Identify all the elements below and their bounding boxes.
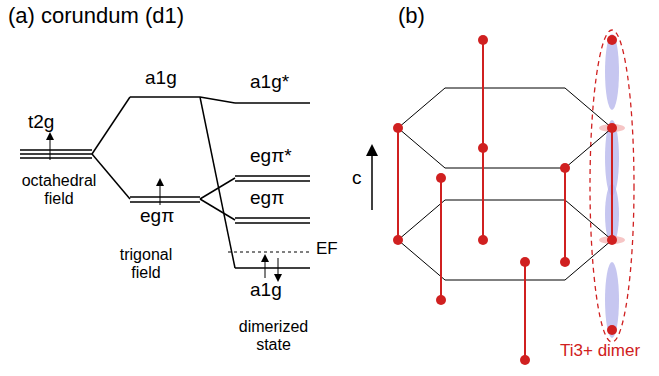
level-label: egπ*: [250, 146, 292, 167]
level-label: a1g: [250, 280, 282, 301]
level-label: a1g: [145, 68, 177, 89]
panel-title: (b): [398, 4, 425, 28]
panel-title: (a) corundum (d1): [8, 4, 184, 28]
level-label: t2g: [28, 112, 54, 133]
fermi-label: EF: [316, 240, 338, 259]
level-label: egπ: [250, 188, 284, 209]
level-label: a1g*: [250, 72, 289, 93]
state-label: dimerized state: [226, 318, 321, 353]
crystal-structure: [393, 30, 634, 365]
field-label: trigonal field: [106, 246, 186, 281]
level-label: egπ: [140, 206, 174, 227]
field-label: octahedral field: [14, 172, 104, 207]
dimer-label: Ti3+ dimer: [560, 342, 640, 361]
axis-label: c: [352, 168, 362, 189]
